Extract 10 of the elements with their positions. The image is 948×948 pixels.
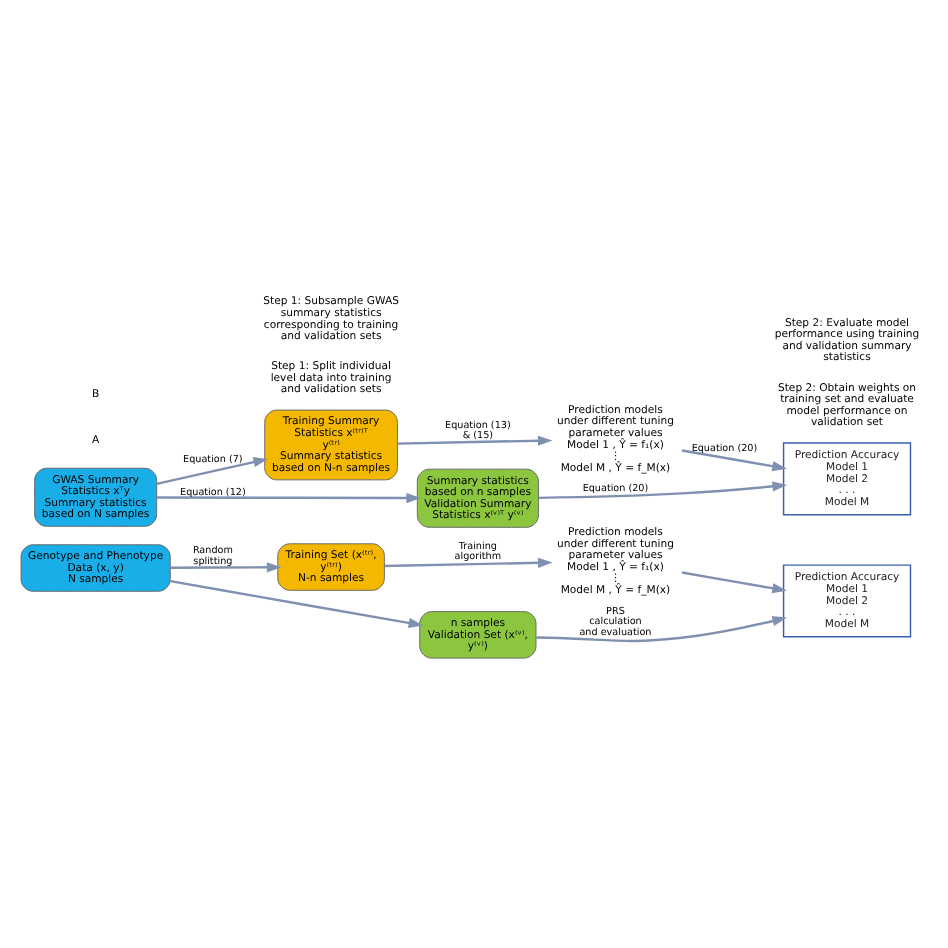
arrow xyxy=(384,556,553,567)
arrow xyxy=(156,492,421,503)
arrow xyxy=(397,434,553,445)
arrow xyxy=(156,456,268,484)
arrow xyxy=(681,448,787,471)
arrow xyxy=(170,578,424,627)
arrow xyxy=(170,561,282,572)
arrow xyxy=(536,615,787,642)
arrow xyxy=(681,570,787,593)
arrow xyxy=(538,480,787,499)
